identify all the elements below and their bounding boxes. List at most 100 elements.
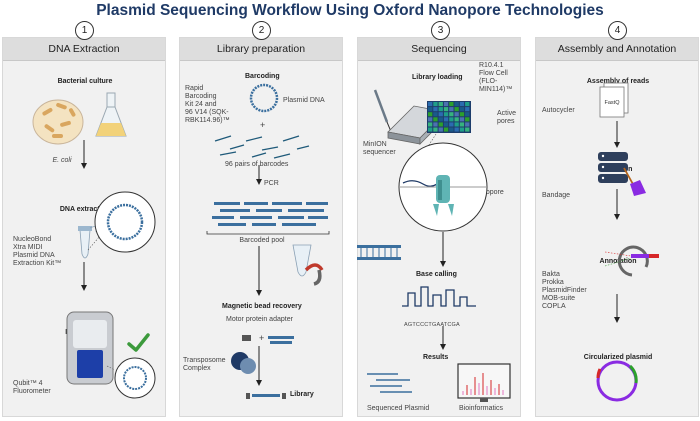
pore-cell (433, 107, 438, 112)
pcr-label: PCR (264, 180, 279, 187)
pore-cell (428, 122, 433, 127)
pore-cell (428, 127, 433, 132)
minion-line-2: sequencer (363, 149, 396, 156)
qubit-line-1: Qubit™ 4 (13, 380, 43, 387)
transposome-line-1: Transposome (183, 357, 226, 364)
panel-library-preparation: Library preparation Barcoding Rapid Barc… (179, 37, 343, 417)
pore-cell (438, 122, 443, 127)
sequenced-reads-icon (367, 373, 412, 393)
assembly-label: Assembly of reads (586, 78, 650, 85)
pore-cell (449, 102, 454, 107)
kit-line-2: Xtra MIDI (13, 244, 43, 251)
active-line-2: pores (497, 118, 515, 125)
panel-title: DNA Extraction (3, 38, 165, 61)
panel-title: Sequencing (358, 38, 520, 61)
pore-cell (428, 117, 433, 122)
pore-cell (428, 112, 433, 117)
pore-cell (438, 112, 443, 117)
flowcell-grid-icon (427, 101, 471, 133)
pore-cell (465, 122, 470, 127)
zoom-circle (94, 191, 156, 253)
petri-dish-icon (32, 99, 84, 145)
sequenced-plasmid-label: Sequenced Plasmid (367, 405, 430, 412)
flowcell-line-1: R10.4.1 (479, 62, 504, 69)
pipette-icon (373, 89, 393, 135)
pore-cell (465, 107, 470, 112)
nanopore-label: Nanopore (473, 189, 504, 196)
step-number-2: 2 (252, 21, 271, 40)
pore-cell (459, 112, 465, 117)
results-label: Results (423, 354, 449, 361)
pore-cell (454, 117, 459, 122)
flask-icon (95, 92, 127, 137)
pore-cell (454, 112, 459, 117)
kit-line-3: Plasmid DNA (13, 252, 55, 259)
plasmid-icon (123, 366, 147, 390)
kit-line-4: 96 V14 (SQK- (185, 109, 229, 116)
pore-cell (465, 117, 470, 122)
pore-cell (438, 107, 443, 112)
sequence-label: AGTCCCTGAATCGA (404, 322, 460, 328)
barcoded-pool-icon (212, 202, 328, 226)
kit-line-2: Barcoding (185, 93, 217, 100)
tube-icon (78, 226, 97, 259)
figure-title: Plasmid Sequencing Workflow Using Oxford… (96, 2, 604, 19)
plasmid-label: Plasmid DNA (283, 97, 325, 104)
broom-icon (623, 167, 646, 196)
flowcell-line-2: Flow Cell (479, 70, 508, 77)
basecalling-label: Base calling (416, 271, 457, 278)
pore-cell (443, 122, 449, 127)
barcodes-label: 96 pairs of barcodes (225, 161, 289, 168)
pore-cell (428, 102, 433, 107)
panel-title: Library preparation (180, 38, 342, 61)
barcoding-label: Barcoding (245, 73, 280, 80)
pore-cell (443, 117, 449, 122)
bandage-label: Bandage (542, 192, 571, 199)
pore-cell (449, 112, 454, 117)
pore-cell (465, 102, 470, 107)
pore-cell (433, 117, 438, 122)
pore-cell (454, 127, 459, 132)
bead-label: Magnetic bead recovery (222, 303, 302, 310)
loading-label: Library loading (412, 74, 463, 81)
pore-cell (459, 117, 465, 122)
minion-line-1: MinION (363, 141, 387, 148)
pore-cell (443, 107, 449, 112)
step-number-3: 3 (431, 21, 450, 40)
database-icon (598, 152, 628, 183)
bioinformatics-label: Bioinformatics (459, 405, 503, 412)
pore-cell (433, 102, 438, 107)
culture-label: Bacterial culture (57, 78, 113, 85)
autocycler-label: Autocycler (542, 107, 575, 114)
tool-5: COPLA (542, 303, 566, 310)
pore-cell (443, 102, 449, 107)
adapter-label: Motor protein adapter (226, 316, 293, 323)
nanopore-icon (433, 175, 454, 216)
pore-cell (438, 117, 443, 122)
circular-plasmid-icon (596, 360, 638, 402)
pore-cell (449, 107, 454, 112)
pore-cell (433, 122, 438, 127)
pore-cell (459, 102, 465, 107)
kit-line-5: RBK114.96)™ (185, 117, 230, 124)
library-label: Library (290, 391, 314, 398)
pore-cell (449, 117, 454, 122)
flowcell-line-3: (FLO- (479, 78, 498, 85)
pore-cell (459, 107, 465, 112)
pore-cell (454, 122, 459, 127)
fastq-file-icon (599, 82, 629, 118)
plus-sign-2: + (259, 333, 265, 343)
plasmid-icon (249, 83, 279, 113)
panel-title: Assembly and Annotation (536, 38, 698, 61)
flowcell-line-4: MIN114)™ (479, 86, 513, 93)
pore-cell (459, 122, 465, 127)
fluorometer-icon (66, 311, 114, 385)
tool-1: Bakta (542, 271, 560, 278)
pore-cell (465, 112, 470, 117)
circularized-label: Circularized plasmid (583, 354, 653, 361)
pore-cell (433, 127, 438, 132)
pore-cell (454, 102, 459, 107)
step-number-4: 4 (608, 21, 627, 40)
signal-trace-icon (402, 286, 476, 307)
